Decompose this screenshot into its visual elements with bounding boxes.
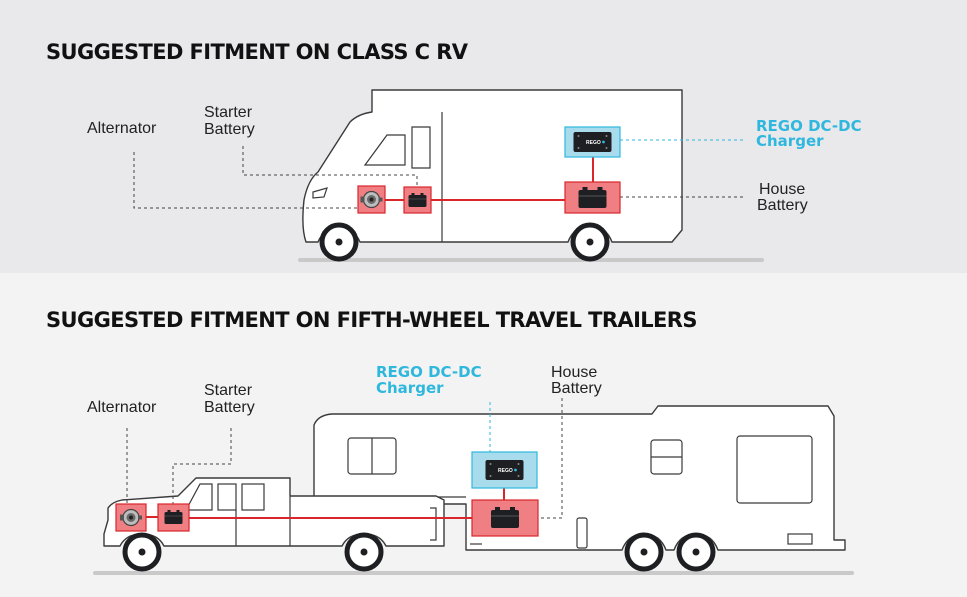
class-c-door-window: [411, 126, 431, 169]
class-c-alternator: [357, 185, 386, 214]
class-c-alternator-leader: [133, 152, 358, 209]
class-c-windshield: [363, 134, 406, 166]
truck-rear-window: [241, 483, 265, 511]
class-c-title: SUGGESTED FITMENT ON CLASS C RV: [46, 40, 468, 64]
battery-icon: [490, 506, 520, 529]
class-c-starter-leader: [242, 146, 418, 187]
class-c-dc-dc-charger: REGO: [564, 126, 621, 158]
class-c-front-wheel: [319, 222, 359, 262]
class-c-rv-body: [302, 89, 683, 243]
fifth-wheel-starter-label-line1: Starter: [204, 382, 253, 399]
fifth-wheel-dc-dc-charger: REGO: [471, 451, 538, 489]
truck-tailgate: [430, 507, 437, 541]
truck-windshield: [184, 483, 213, 511]
fifth-wheel-starter-leader: [172, 428, 232, 504]
battery-icon: [408, 192, 427, 208]
class-c-starter-battery: [403, 186, 432, 214]
class-c-headlight: [312, 187, 328, 199]
class-c-house-label-line1: House: [759, 181, 805, 198]
battery-icon: [164, 509, 183, 525]
fifth-wheel-charger-label-line2: Charger: [376, 379, 444, 397]
fifth-wheel-house-leader: [538, 398, 563, 519]
battery-icon: [578, 186, 607, 209]
fifth-wheel-charger-label-line1: REGO DC-DC: [376, 363, 482, 381]
fifth-wheel-alternator: [115, 503, 147, 532]
fifth-wheel-house-label-line1: House: [551, 364, 597, 381]
class-c-house-battery: [564, 181, 621, 214]
charger-device-text: REGO: [498, 468, 513, 474]
charger-device-text: REGO: [586, 140, 601, 146]
class-c-rear-wheel: [570, 222, 610, 262]
class-c-charger-label-line1: REGO DC-DC: [756, 117, 862, 135]
fifth-wheel-starter-label-line2: Battery: [204, 399, 255, 416]
truck-rear-wheel: [344, 532, 384, 572]
class-c-house-label-line2: Battery: [757, 197, 808, 214]
truck-front-wheel: [122, 532, 162, 572]
fifth-wheel-house-battery: [471, 499, 539, 537]
fifth-wheel-alternator-label: Alternator: [87, 399, 157, 416]
trailer-compartment-door: [576, 517, 588, 549]
truck-front-window: [217, 483, 237, 511]
fifth-wheel-starter-battery: [157, 503, 190, 532]
trailer-rear-window: [736, 435, 813, 504]
class-c-alternator-label: Alternator: [87, 120, 157, 137]
trailer-wheel-2: [676, 532, 716, 572]
class-c-starter-label-line1: Starter: [204, 104, 253, 121]
fifth-wheel-house-label-line2: Battery: [551, 380, 602, 397]
class-c-charger-label-line2: Charger: [756, 132, 824, 150]
class-c-starter-label-line2: Battery: [204, 121, 255, 138]
trailer-vent: [787, 533, 813, 545]
trailer-wheel-1: [624, 532, 664, 572]
fifth-wheel-title: SUGGESTED FITMENT ON FIFTH-WHEEL TRAVEL …: [46, 308, 698, 332]
